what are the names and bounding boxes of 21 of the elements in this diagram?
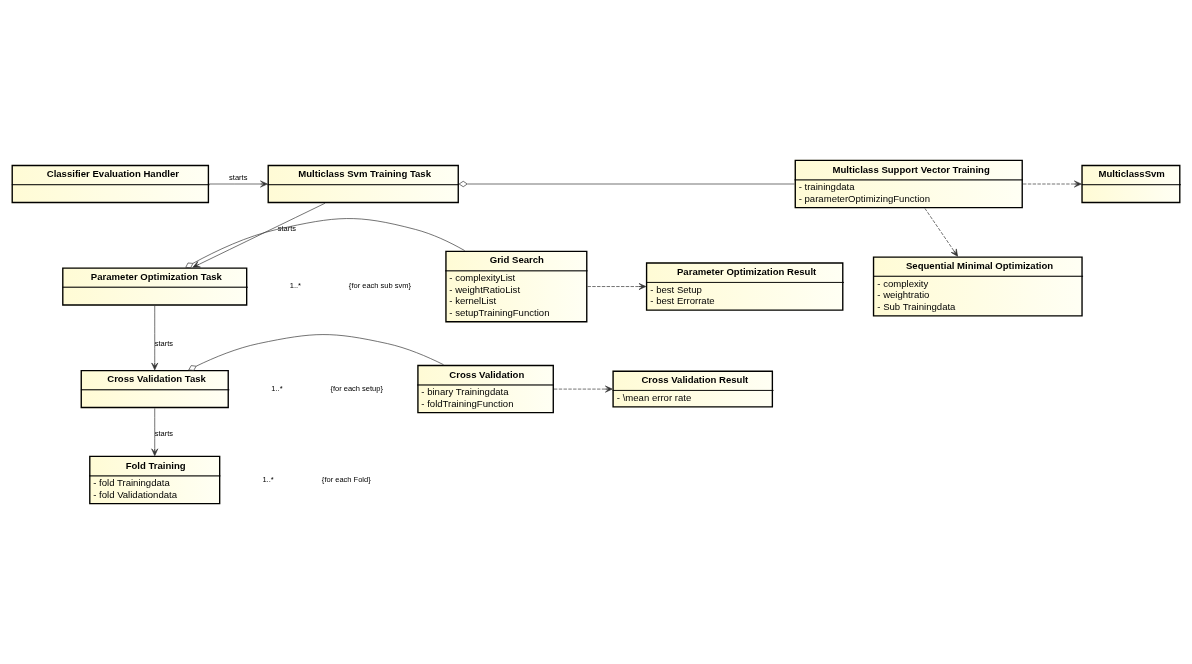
- arrow: [208, 180, 268, 188]
- label: {for each setup}: [330, 383, 383, 393]
- connector: [185, 218, 465, 269]
- label: 1..*: [262, 474, 274, 484]
- edge-label: starts: [229, 172, 248, 182]
- edge-label: starts: [154, 429, 174, 439]
- label: {for each sub svm}: [348, 281, 412, 291]
- label: {for each Fold}: [321, 474, 371, 484]
- arrow: [192, 202, 326, 268]
- arrow: [924, 208, 958, 257]
- connector: [188, 334, 444, 371]
- connector: [458, 180, 795, 188]
- arrow: [587, 283, 647, 290]
- edge-label: starts: [277, 224, 297, 234]
- label: 1..*: [271, 383, 283, 393]
- edge-label: starts: [154, 338, 174, 348]
- arrow: [1022, 180, 1082, 188]
- arrow: [151, 408, 159, 456]
- label: 1..*: [289, 281, 302, 291]
- arrow: [553, 385, 613, 393]
- arrow: [151, 305, 159, 371]
